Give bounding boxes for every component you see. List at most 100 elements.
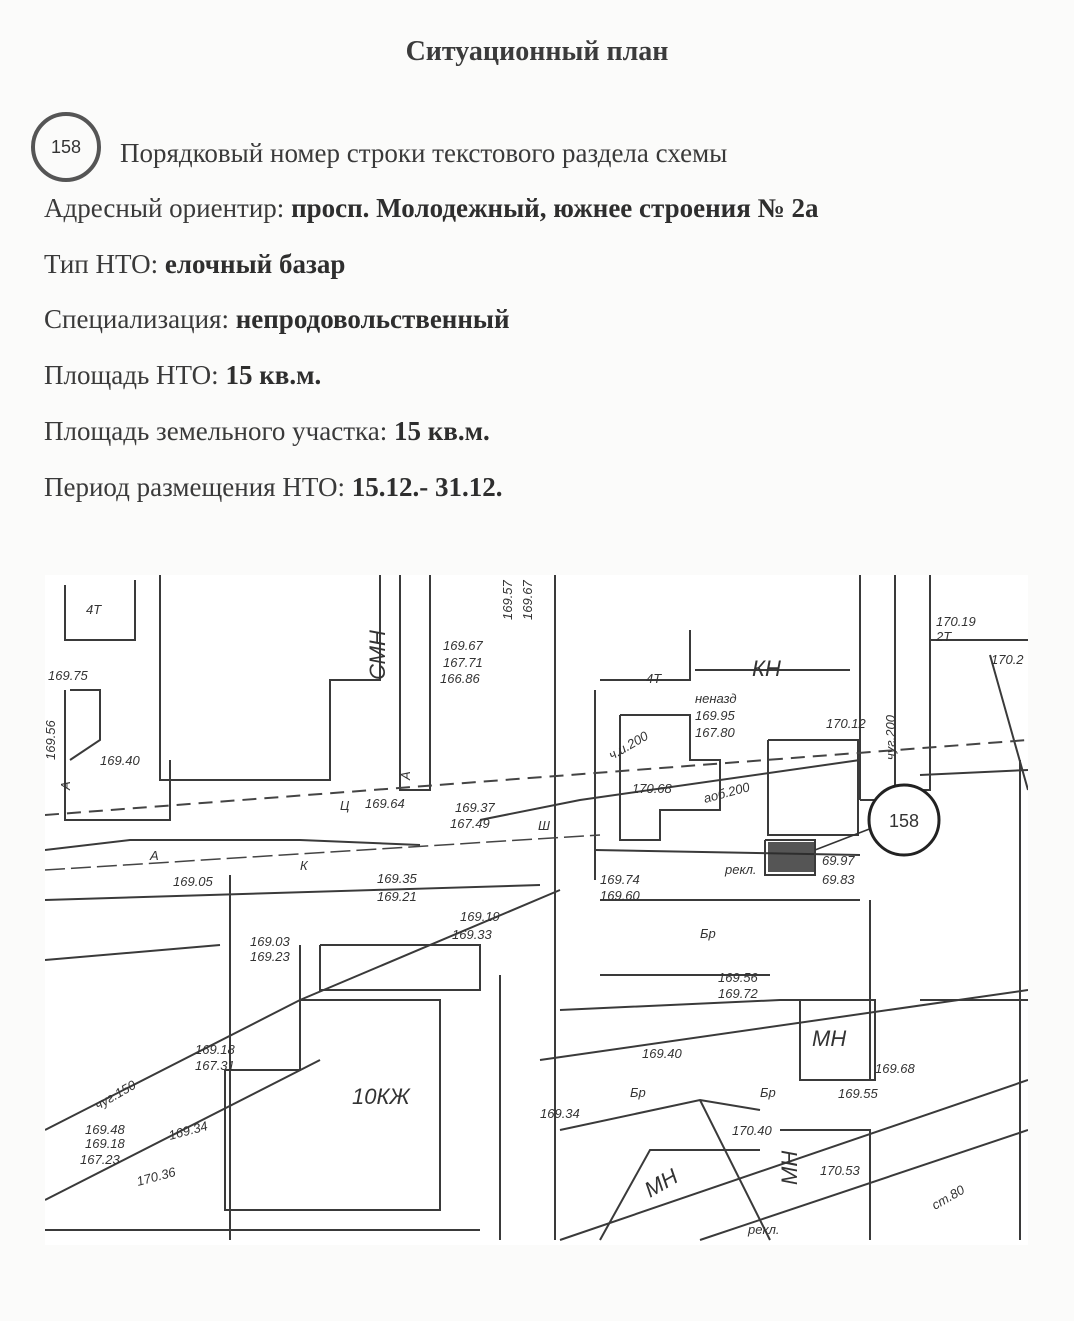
map-line (559, 1098, 761, 1131)
map-line (45, 1059, 321, 1201)
map-line (45, 944, 221, 961)
map-label: 169.34 (540, 1106, 580, 1121)
map-line (600, 630, 691, 681)
map-line (799, 999, 876, 1081)
map-label: 69.83 (822, 872, 855, 887)
map-label: 169.19 (460, 909, 500, 924)
map-label: 169.48 (85, 1122, 126, 1137)
map-label: 167.31 (195, 1058, 235, 1073)
map-utility-line (45, 739, 1028, 816)
map-label: 2Т (935, 629, 952, 644)
field-value: 15 кв.м. (393, 416, 490, 446)
marker-158-circle (867, 783, 941, 857)
map-label: СМН (365, 630, 390, 680)
map-label: 169.56 (718, 970, 759, 985)
map-line (45, 884, 541, 901)
map-label: 169.37 (455, 800, 496, 815)
map-label: 170.68 (632, 781, 673, 796)
map-label: 167.23 (80, 1152, 121, 1167)
map-label: 169.18 (85, 1136, 126, 1151)
map-label: аоб.200 (702, 779, 752, 806)
map-line (919, 769, 1028, 776)
map-label: Ц (340, 798, 350, 813)
map-label: А (149, 848, 159, 863)
field-value: просп. Молодежный, южнее строения № 2а (291, 193, 819, 223)
row-number-badge: 158 (31, 112, 101, 182)
map-line (767, 739, 859, 836)
map-label: чуг.200 (883, 714, 898, 760)
map-label: 170.19 (936, 614, 976, 629)
map-line (764, 839, 816, 876)
map-label: 169.57 (500, 579, 515, 620)
map-line (319, 944, 481, 991)
field-value: 15 кв.м. (225, 360, 322, 390)
legend-text: Порядковый номер строки текстового разде… (120, 138, 728, 168)
field-label: Тип НТО: (44, 249, 165, 279)
field-label: Адресный ориентир: (44, 193, 292, 223)
map-line (699, 1099, 771, 1241)
map-label: 169.40 (642, 1046, 683, 1061)
map-line (539, 989, 1028, 1061)
map-label: 169.68 (875, 1061, 916, 1076)
map-line (64, 580, 136, 641)
map-label: 169.64 (365, 796, 405, 811)
map-label: 169.72 (718, 986, 759, 1001)
map-label: Ш (538, 818, 550, 833)
map-label: 169.21 (377, 889, 417, 904)
field-label: Период размещения НТО: (44, 472, 352, 502)
map-label: 170.40 (732, 1123, 773, 1138)
map-label: неназд (695, 691, 737, 706)
map-label: 169.23 (250, 949, 291, 964)
map-line (479, 759, 861, 821)
map-label: 170.36 (135, 1164, 178, 1189)
map-line (599, 1149, 760, 1241)
map-line (594, 849, 861, 856)
map-label: 10КЖ (352, 1084, 411, 1109)
map-label: 166.86 (440, 671, 481, 686)
map-label: Бр (760, 1085, 776, 1100)
map-label: чуг.150 (92, 1077, 139, 1113)
field-land-area: Площадь земельного участка: 15 кв.м. (44, 416, 490, 447)
map-line (64, 690, 171, 821)
map-line (159, 575, 381, 781)
page-title: Ситуационный план (405, 36, 669, 67)
map-line (894, 575, 931, 791)
map-label: 4Т (646, 671, 662, 686)
map-label: 169.35 (377, 871, 418, 886)
field-label: Специализация: (44, 304, 236, 334)
field-value: 15.12.- 31.12. (351, 472, 503, 502)
map-label: Бр (630, 1085, 646, 1100)
map-label: ч.и.200 (606, 728, 651, 763)
map-line (989, 654, 1028, 791)
field-period: Период размещения НТО: 15.12.- 31.12. (44, 472, 502, 503)
map-line (399, 575, 431, 791)
field-label: Площадь НТО: (44, 360, 226, 390)
map-label: 4Т (86, 602, 102, 617)
field-value: елочный базар (164, 249, 346, 279)
field-specialization: Специализация: непродовольственный (44, 304, 510, 335)
map-label: 169.05 (173, 874, 214, 889)
field-label: Площадь земельного участка: (44, 416, 394, 446)
map-label: 169.34 (167, 1118, 209, 1143)
field-value: непродовольственный (235, 304, 510, 334)
map-label: К (300, 858, 309, 873)
map-label: 169.56 (45, 719, 58, 760)
map-label: А (398, 771, 413, 781)
map-label: 167.80 (695, 725, 736, 740)
field-nto-area: Площадь НТО: 15 кв.м. (44, 360, 321, 391)
map-line (559, 1079, 1028, 1241)
map-label: 167.71 (443, 655, 483, 670)
nto-site (768, 842, 814, 872)
map-label: 170.2 (991, 652, 1024, 667)
marker-leader (814, 827, 873, 851)
map-label: 169.95 (695, 708, 736, 723)
map-label: Бр (700, 926, 716, 941)
map-label: 169.40 (100, 753, 141, 768)
map-label: 169.75 (48, 668, 89, 683)
map-label: 169.55 (838, 1086, 879, 1101)
map-label: 169.74 (600, 872, 640, 887)
map-label: КН (752, 656, 781, 681)
map-label: 169.18 (195, 1042, 236, 1057)
map-label: 169.67 (520, 579, 535, 620)
